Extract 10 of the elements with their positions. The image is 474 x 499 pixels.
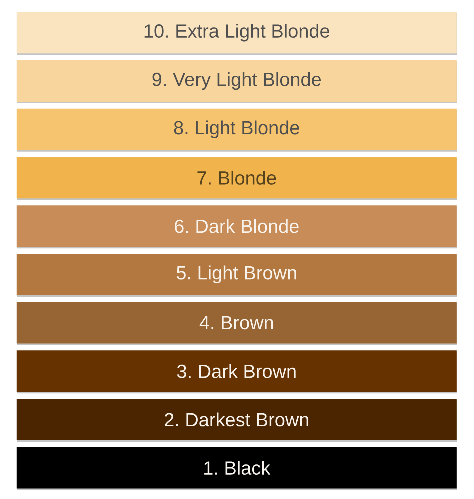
color-bar: 9. Very Light Blonde xyxy=(16,60,457,104)
color-bar: 4. Brown xyxy=(16,302,457,346)
color-bar: 6. Dark Blonde xyxy=(16,206,457,249)
color-bar: 5. Light Brown xyxy=(16,254,457,297)
color-bar: 7. Blonde xyxy=(16,157,457,200)
color-bar: 10. Extra Light Blonde xyxy=(16,12,457,56)
color-bar: 3. Dark Brown xyxy=(16,350,457,394)
color-bar: 2. Darkest Brown xyxy=(16,399,457,442)
color-bar: 1. Black xyxy=(16,447,457,490)
color-bar: 8. Light Blonde xyxy=(16,108,457,152)
